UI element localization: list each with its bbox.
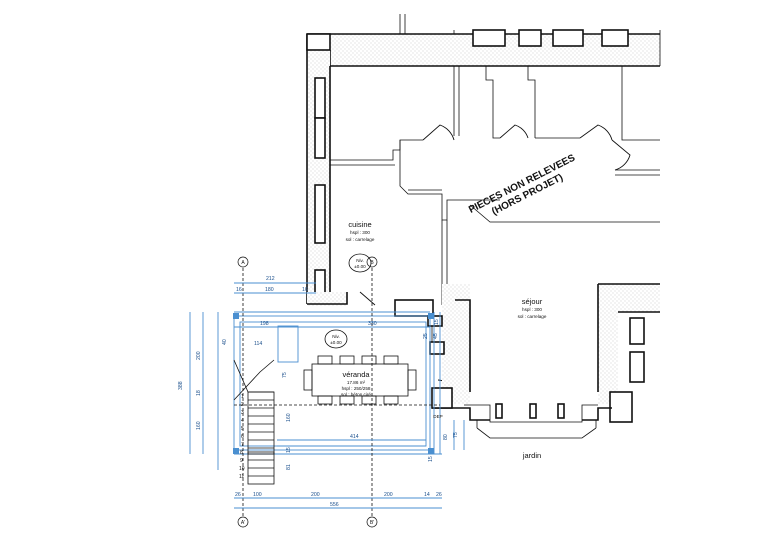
dim-198: 198 [260,321,269,327]
axis-marker-a-bottom: A' [237,516,249,528]
axis-b-label: B [370,260,374,266]
sejour-name: séjour [522,297,543,306]
cuisine-name: cuisine [348,220,371,229]
window-top-3 [552,29,584,47]
cuisine-sol: sol : carrelage [346,237,375,242]
veranda-niv-label: Niv. [332,334,340,339]
axis-marker-b-bottom: B' [366,516,378,528]
axis-b-prime-label: B' [370,520,374,526]
dim-26-left: 26 [235,492,241,498]
dim-114: 114 [254,341,262,347]
room-label-veranda: Niv. ±0.00 véranda 17.86 m² hspl : 250/2… [324,329,371,397]
stair-step-4: 4 [241,418,244,424]
dim-15-bottom: 15 [428,456,434,462]
cuisine-niv-label: Niv. [356,258,364,263]
dining-table [303,355,417,405]
stair-step-11: 11 [239,474,244,480]
stair-step-9: 9 [240,458,243,464]
dim-15-left: 15 [286,447,292,453]
window-top-4 [601,29,629,47]
dim-80: 80 [443,434,449,440]
cuisine-niv-value: ±0.00 [354,264,366,269]
stairs: 1 2 3 4 5 6 7 8 9 10 11 [233,359,275,485]
dim-81: 81 [286,464,292,470]
interior-walls [330,66,660,305]
dim-18: 18 [196,390,202,396]
dim-75-left: 75 [282,372,288,378]
hors-projet-note: PIECES NON RELEVEES (HORS PROJET) [467,152,577,217]
sejour-hspl: hspl : 300 [522,307,542,312]
dim-200-a: 200 [311,492,320,498]
dim-414: 414 [350,434,359,440]
exterior-walls [306,14,661,304]
dim-330: 330 [368,321,377,327]
axis-marker-a-top: A [237,256,249,268]
stair-step-7: 7 [241,442,244,448]
stair-step-8: 8 [240,450,243,456]
veranda-name: véranda [342,370,370,379]
dim-16-right: 16 [302,287,308,293]
dim-14: 14 [424,492,430,498]
dim-15-inner: 15 [434,319,440,325]
stair-step-1: 1 [241,394,244,400]
dim-25: 25 [423,333,429,339]
dim-212: 212 [266,276,275,282]
stair-step-3: 3 [241,410,244,416]
axis-marker-b-top: B [366,256,378,268]
dim-40: 40 [222,339,228,345]
dim-200-b: 200 [384,492,393,498]
window-top-2 [518,29,542,47]
dim-556: 556 [330,502,339,508]
stair-step-5: 5 [241,426,244,432]
dim-180: 180 [265,287,274,293]
sejour-sol: sol : carrelage [518,314,547,319]
dim-388: 388 [178,381,184,390]
dim-160-inner: 160 [286,413,292,422]
dim-75-right: 75 [453,432,459,438]
axis-a-prime-label: A' [241,520,245,526]
stair-step-10: 10 [239,466,245,472]
window-top-1 [472,29,506,47]
room-label-cuisine: cuisine hspl : 300 sol : carrelage Niv. … [346,220,375,273]
window-left-3 [314,184,326,244]
stair-step-6: 6 [241,434,244,440]
jardin-label: jardin [522,451,541,460]
stair-step-2: 2 [241,402,244,408]
cuisine-hspl: hspl : 300 [350,230,370,235]
dim-160: 160 [196,421,202,430]
dim-26-right: 26 [436,492,442,498]
dim-45: 45 [433,333,439,339]
veranda-sol: sol : béton ciré [341,392,371,397]
dim-16-left: 16 [236,287,242,293]
dimension-lines [189,282,465,509]
dim-100: 100 [253,492,262,498]
veranda-hspl: hspl : 250/258 [342,386,371,391]
veranda-area: 17.86 m² [347,380,366,385]
dim-200: 200 [196,351,202,360]
axis-a-label: A [241,260,245,266]
doors [359,124,631,396]
dep-label: DEP [433,414,442,419]
veranda-niv-value: ±0.00 [330,340,342,345]
window-left-1 [314,77,326,119]
note-line-1: PIECES NON RELEVEES [467,152,577,215]
window-left-2 [314,117,326,159]
room-label-sejour: séjour hspl : 300 sol : carrelage [518,297,547,319]
sejour-walls [431,283,660,439]
